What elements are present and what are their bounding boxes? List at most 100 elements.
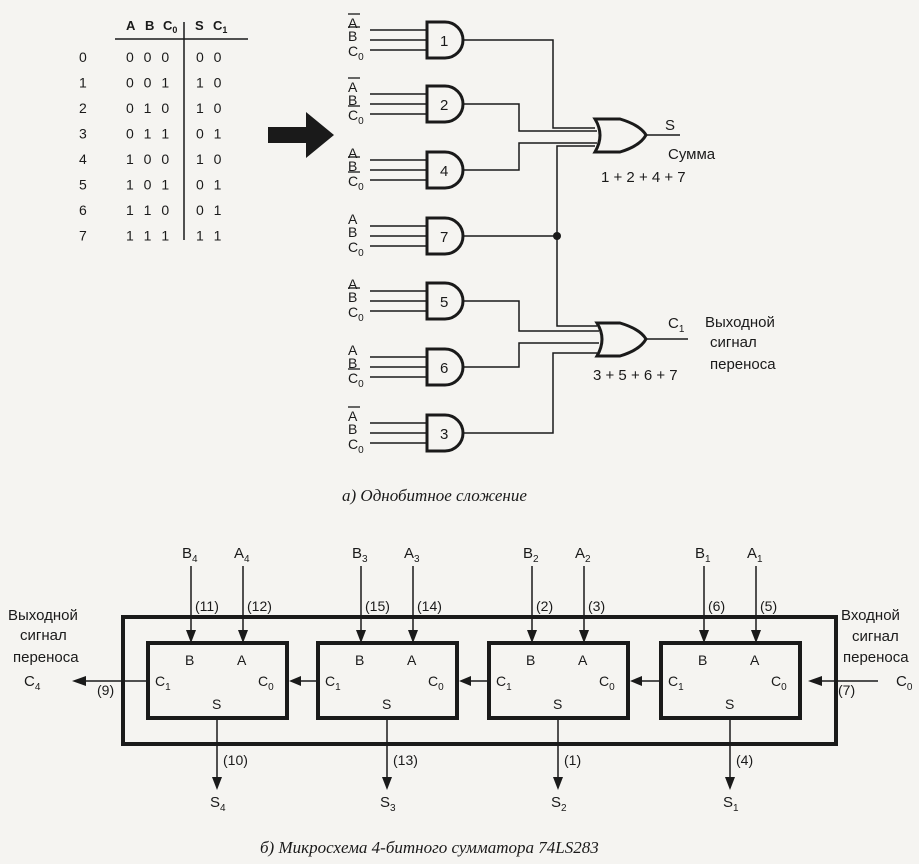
input-b-pin: (6) [708, 598, 725, 614]
sum-name: S3 [380, 794, 396, 814]
full-adder-cell [659, 641, 802, 720]
carry-chain-arrow-icon [459, 676, 471, 686]
full-adder-cell [487, 641, 630, 720]
wire-g7-sum [462, 145, 595, 237]
tt-header-a: A [126, 18, 136, 33]
gate-input-label: C0 [348, 370, 364, 390]
gate-input-label: A [348, 342, 358, 358]
gate-input-label: A [348, 211, 358, 227]
sum-arrow-icon [553, 777, 563, 790]
input-b-pin: (2) [536, 598, 553, 614]
tt-row-inputs: 0 0 1 [126, 75, 172, 91]
cell-label-cin: C0 [258, 673, 274, 693]
tt-row-index: 0 [79, 49, 87, 65]
tt-row-outputs: 1 0 [196, 151, 224, 167]
cell-label-s: S [725, 696, 734, 712]
cell-label-a: A [407, 652, 417, 668]
gate-label: 1 [440, 33, 448, 50]
tt-header-c1: C1 [213, 18, 227, 35]
input-arrow-icon [408, 630, 418, 643]
cell-label-cout: C1 [325, 673, 341, 693]
gate-input-label: A [348, 79, 358, 95]
cell-label-a: A [237, 652, 247, 668]
gate-input-label: B [348, 158, 357, 174]
gate-label: 2 [440, 97, 448, 114]
tt-row-index: 2 [79, 100, 87, 116]
sum-output-name: S [665, 117, 675, 134]
wire-g5 [462, 300, 599, 332]
cell-label-cin: C0 [428, 673, 444, 693]
tt-row-inputs: 0 1 0 [126, 100, 172, 116]
gate-label: 6 [440, 360, 448, 377]
cell-label-cout: C1 [155, 673, 171, 693]
caption-a: а) Однобитное сложение [342, 486, 527, 505]
left-label-1: Выходной [8, 607, 78, 624]
right-label-1: Входной [841, 607, 900, 624]
tt-row-inputs: 1 0 0 [126, 151, 172, 167]
gate-wiring [462, 39, 599, 434]
input-b-pin: (15) [365, 598, 390, 614]
caption-b: б) Микросхема 4-битного сумматора 74LS28… [260, 838, 599, 857]
carry-in-pin: (7) [838, 682, 855, 698]
tt-row-index: 5 [79, 177, 87, 193]
cell-label-cout: C1 [496, 673, 512, 693]
cell-label-a: A [578, 652, 588, 668]
cell-label-cout: C1 [668, 673, 684, 693]
gate-input-label: C0 [348, 304, 364, 324]
input-arrow-icon [699, 630, 709, 643]
gate-label: 7 [440, 229, 448, 246]
input-arrow-icon [186, 630, 196, 643]
wire-g2 [462, 103, 597, 132]
gate-input-label: B [348, 92, 357, 108]
tt-row-index: 7 [79, 228, 87, 244]
left-label-2: сигнал [20, 627, 67, 644]
tt-row-outputs: 0 1 [196, 177, 224, 193]
or-gate-sum [592, 117, 648, 154]
sum-arrow-icon [382, 777, 392, 790]
tt-header-c0: C0 [163, 18, 177, 35]
cell-label-s: S [212, 696, 221, 712]
wire-g6 [462, 342, 599, 368]
gate-input-label: C0 [348, 436, 364, 456]
full-adder-cell [316, 641, 459, 720]
cell-label-b: B [185, 652, 194, 668]
input-b-name: B4 [182, 545, 198, 565]
wire-g7-carry [556, 236, 597, 327]
input-arrow-icon [238, 630, 248, 643]
input-arrow-icon [751, 630, 761, 643]
gate-input-label: C0 [348, 173, 364, 193]
cell-label-b: B [355, 652, 364, 668]
input-a-pin: (14) [417, 598, 442, 614]
cell-label-b: B [698, 652, 707, 668]
cell-label-s: S [553, 696, 562, 712]
gate-label: 5 [440, 294, 448, 311]
tt-row-index: 6 [79, 202, 87, 218]
gate-label: 4 [440, 163, 448, 180]
junction-dot [553, 232, 561, 240]
wire-g4 [462, 142, 597, 171]
input-b-name: B3 [352, 545, 368, 565]
tt-row-inputs: 1 1 0 [126, 202, 172, 218]
right-label-3: переноса [843, 649, 909, 666]
carry-chain-arrow-icon [289, 676, 301, 686]
right-label-2: сигнал [852, 628, 899, 645]
carry-in-name: C0 [896, 673, 913, 693]
left-label-3: переноса [13, 649, 79, 666]
tt-row-outputs: 1 1 [196, 228, 224, 244]
sum-name: S4 [210, 794, 226, 814]
tt-row-index: 1 [79, 75, 87, 91]
sum-name: S2 [551, 794, 567, 814]
input-a-name: A2 [575, 545, 591, 565]
tt-row-index: 4 [79, 151, 87, 167]
tt-header-b: B [145, 18, 154, 33]
input-b-name: B1 [695, 545, 711, 565]
gate-input-label: A [348, 276, 358, 292]
